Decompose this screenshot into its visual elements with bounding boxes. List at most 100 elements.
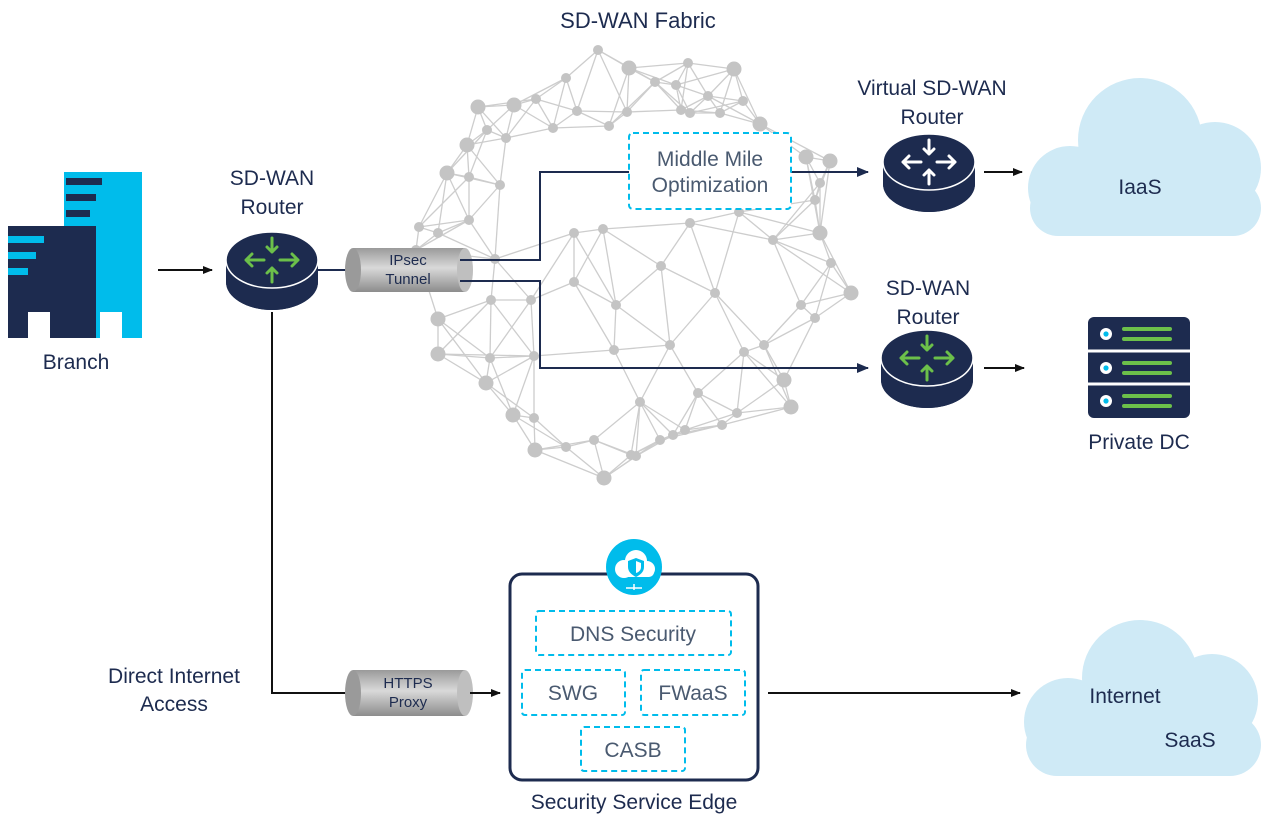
fabric-link (513, 104, 554, 129)
fabric-link (697, 392, 723, 426)
fabric-link (772, 199, 816, 241)
fabric-link (613, 349, 641, 403)
iaas-cloud-icon (1028, 78, 1261, 236)
fabric-node (626, 450, 636, 460)
tunnel-path-to-dc-router (460, 280, 869, 373)
fabric-node (796, 300, 806, 310)
fabric-node (572, 106, 582, 116)
fabric-node (622, 107, 632, 117)
fabric-link (437, 318, 487, 384)
fabric-link (714, 292, 765, 346)
fabric-node (611, 300, 621, 310)
fabric-link (707, 95, 744, 102)
fwaas-box (640, 669, 746, 716)
fabric-link (418, 172, 448, 228)
server-rack-icon (1088, 317, 1190, 418)
middle-mile-line2: Optimization (652, 174, 769, 197)
fabric-node (676, 105, 686, 115)
fabric-link (608, 81, 656, 127)
fabric-link (669, 292, 716, 346)
fabric-link (533, 349, 615, 357)
fabric-link (535, 77, 567, 100)
fabric-node (430, 311, 446, 327)
fabric-link (630, 401, 641, 456)
fabric-link (602, 228, 617, 306)
fabric-node (739, 347, 749, 357)
edge-router-icon (225, 231, 319, 310)
fabric-node (759, 340, 769, 350)
fabric-link (738, 211, 821, 234)
fabric-node (589, 435, 599, 445)
https-proxy-line2: Proxy (389, 694, 428, 711)
fabric-link (512, 414, 567, 448)
fabric-link (689, 222, 716, 294)
fabric-node (726, 61, 742, 77)
fabric-node (668, 430, 678, 440)
fabric-node (635, 397, 645, 407)
fabric-node (656, 261, 666, 271)
fabric-link (714, 292, 745, 353)
fabric-link (490, 258, 496, 301)
fabric-link (489, 299, 532, 359)
fabric-link (530, 299, 535, 357)
private-dc-label: Private DC (1088, 431, 1190, 454)
fabric-link (697, 351, 745, 394)
fabric-node (710, 288, 720, 298)
fabric-link (418, 219, 470, 228)
fabric-link (772, 239, 852, 294)
fabric-link (714, 211, 740, 294)
fabric-link (512, 355, 535, 416)
fabric-link (608, 67, 630, 127)
virtual-router-line2: Router (900, 106, 963, 129)
fabric-link (639, 401, 686, 431)
fabric-link (763, 304, 802, 346)
fabric-link (660, 265, 716, 294)
fabric-link (494, 184, 501, 260)
fabric-node (815, 178, 825, 188)
fabric-node (732, 408, 742, 418)
fabric-node (495, 180, 505, 190)
fabric-node (680, 425, 690, 435)
fabric-link (573, 232, 617, 306)
dns-security-box (535, 610, 732, 656)
fabric-node (464, 172, 474, 182)
fabric-node (569, 277, 579, 287)
fabric-node (776, 372, 792, 388)
fabric-link (485, 355, 535, 384)
fabric-link (535, 98, 554, 129)
fabric-link (743, 351, 792, 408)
fabric-link (680, 95, 709, 111)
virtual-router-line1: Virtual SD-WAN (857, 77, 1006, 100)
fabric-link (437, 172, 448, 234)
fabric-link (615, 304, 671, 346)
fabric-node (810, 195, 820, 205)
fwaas-label: FWaaS (658, 682, 727, 705)
casb-label: CASB (604, 739, 661, 762)
direct-internet-access-path (271, 312, 348, 694)
fabric-link (437, 318, 491, 359)
fabric-link (675, 84, 691, 114)
fabric-node (826, 258, 836, 268)
fabric-node (501, 133, 511, 143)
fabric-node (505, 407, 521, 423)
fabric-node (598, 224, 608, 234)
fabric-node (506, 97, 522, 113)
fabric-link (721, 406, 792, 426)
fabric-link (639, 401, 674, 436)
fabric-node (414, 222, 424, 232)
fabric-node (655, 435, 665, 445)
fabric-node (548, 123, 558, 133)
fabric-node (621, 60, 637, 76)
fabric-link (736, 406, 792, 414)
fabric-node (459, 137, 475, 153)
fabric-node (526, 295, 536, 305)
fabric-node (812, 225, 828, 241)
fabric-link (628, 62, 689, 69)
fabric-link (772, 232, 821, 241)
fabric-link (687, 62, 735, 70)
fabric-link (489, 299, 492, 359)
branch-label: Branch (43, 351, 110, 374)
internet-label: Internet (1089, 685, 1160, 708)
fabric-link (576, 110, 628, 113)
fabric-link (772, 182, 821, 241)
